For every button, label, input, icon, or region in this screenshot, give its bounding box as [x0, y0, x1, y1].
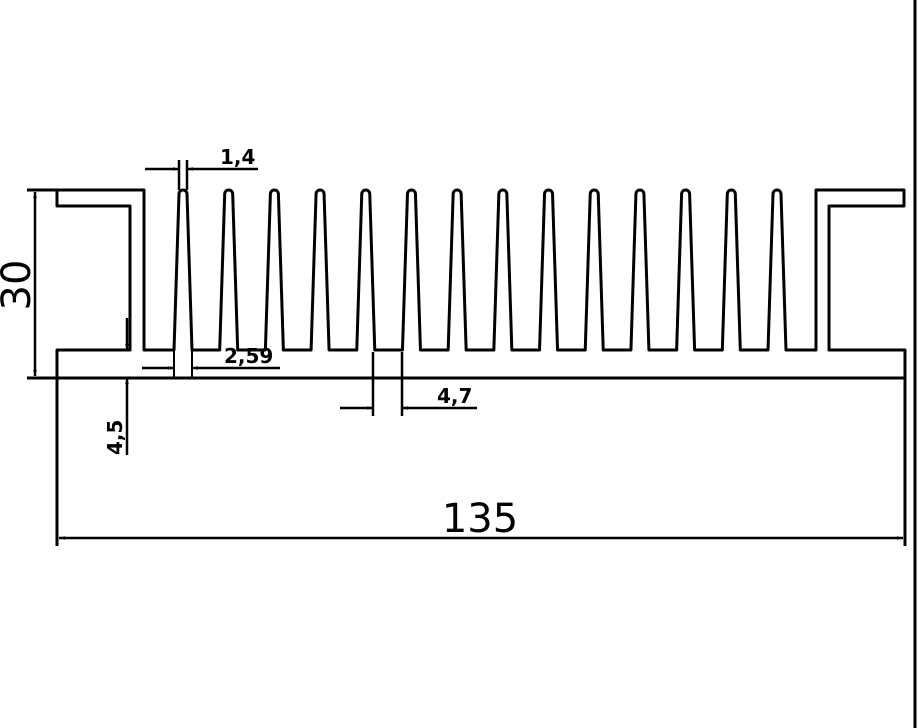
dimension-overall-width: 135: [55, 378, 907, 546]
dimension-base-thickness: 4,5: [103, 318, 129, 455]
dim-label-4-7: 4,7: [437, 384, 472, 408]
dim-label-30: 30: [0, 260, 40, 311]
dim-label-135: 135: [442, 496, 518, 542]
dim-label-1-4: 1,4: [220, 145, 255, 169]
dimension-overall-height: 30: [0, 188, 60, 376]
dim-label-2-59: 2,59: [224, 344, 273, 368]
dimension-fin-gap: 4,7: [340, 352, 477, 416]
dimension-fin-base: 2,59: [142, 344, 280, 378]
heatsink-profile: [55, 188, 907, 378]
dimension-fin-tip: 1,4: [145, 145, 258, 190]
dim-label-4-5: 4,5: [103, 420, 127, 455]
